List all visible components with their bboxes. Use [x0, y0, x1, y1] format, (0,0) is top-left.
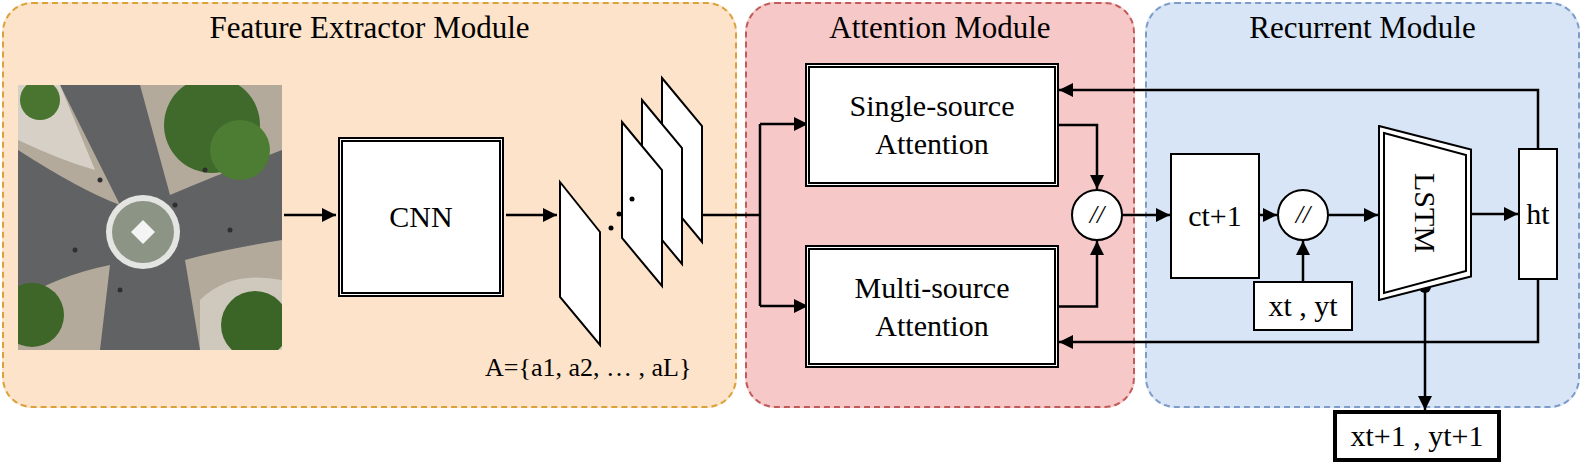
feature-set-label: A={a1, a2, … , aL}: [485, 352, 691, 384]
flow-arrow: [1059, 280, 1538, 342]
node-label: //: [1296, 200, 1310, 230]
module-title: Attention Module: [747, 4, 1133, 46]
flow-arrow: [1260, 214, 1277, 217]
flow-arrow: [1059, 241, 1097, 307]
hidden-box: ht: [1518, 148, 1558, 280]
output-tap-dot: [1419, 281, 1431, 293]
concat-circle: //: [1277, 189, 1329, 241]
module-panel: Attention ModuleSingle-source AttentionM…: [745, 2, 1135, 408]
context-box: ct+1: [1170, 153, 1260, 279]
node-label: //: [1090, 200, 1104, 230]
node-label: Single-source Attention: [810, 87, 1054, 163]
input-box: xt , yt: [1253, 281, 1353, 331]
module-title: Recurrent Module: [1147, 4, 1578, 46]
node-label: xt , yt: [1268, 287, 1337, 325]
flow-arrow: [1424, 287, 1427, 410]
node-label: Multi-source Attention: [810, 269, 1054, 345]
flow-arrow: [1472, 213, 1518, 216]
ellipsis-dots: [609, 197, 635, 231]
node-label: LSTM: [1408, 173, 1442, 253]
output-box: xt+1 , yt+1: [1333, 410, 1501, 462]
attention-box: Single-source Attention: [805, 63, 1059, 187]
concat-circle: //: [1071, 189, 1123, 241]
aerial-image: [18, 85, 282, 350]
module-panel: Recurrent Module ct+1 // LSTM ht xt , yt: [1145, 2, 1580, 408]
flow-arrow: [1302, 241, 1305, 281]
flow-arrow: [1059, 90, 1538, 148]
flow-arrow: [1123, 214, 1170, 217]
node-label: CNN: [389, 198, 452, 236]
cnn-box: CNN: [338, 137, 504, 297]
node-label: ct+1: [1188, 197, 1242, 235]
module-title: Feature Extractor Module: [4, 4, 735, 46]
flow-arrow: [1329, 214, 1378, 217]
feature-maps: [560, 78, 702, 345]
flow-arrow: [1059, 125, 1097, 189]
node-label: xt+1 , yt+1: [1350, 417, 1483, 455]
lstm-block: LSTM: [1378, 125, 1472, 301]
feature-arrows: [284, 124, 808, 306]
attention-box: Multi-source Attention: [805, 245, 1059, 368]
node-label: ht: [1526, 195, 1549, 233]
